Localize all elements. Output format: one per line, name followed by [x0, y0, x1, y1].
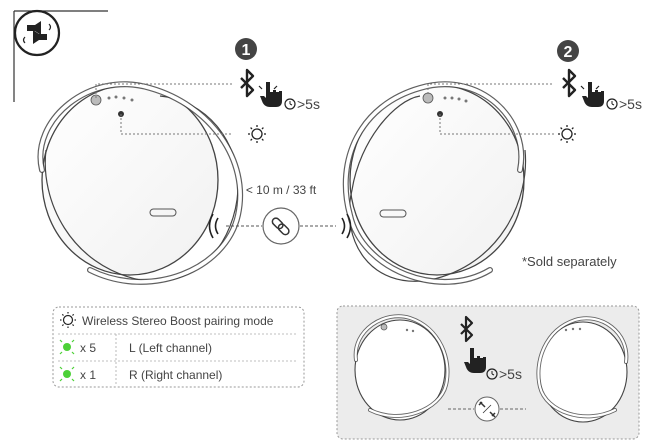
link-icon	[262, 207, 300, 245]
clock-icon-3	[486, 368, 498, 380]
corner-frame	[13, 10, 108, 102]
distance-label: < 10 m / 33 ft	[246, 183, 317, 197]
pairing-legend: Wireless Stereo Boost pairing mode x 5 L…	[52, 306, 305, 388]
green-led-icon-row2	[59, 366, 75, 382]
broken-link-icon	[474, 396, 500, 422]
light-sun-icon-legend	[60, 312, 76, 328]
hold-duration-1: >5s	[297, 96, 320, 112]
finger-press-icon-3	[464, 348, 486, 373]
svg-text:2: 2	[564, 44, 573, 61]
svg-text:1: 1	[242, 42, 251, 59]
bluetooth-icon-2	[562, 68, 577, 98]
green-led-icon-row1	[59, 339, 75, 355]
wave-left-icon	[208, 213, 219, 239]
bluetooth-icon-3	[460, 315, 474, 343]
step-1-badge: 1	[235, 38, 257, 60]
disconnect-panel	[336, 305, 640, 440]
legend-row1-channel: L (Left channel)	[129, 341, 212, 355]
step-2-badge: 2	[557, 40, 579, 62]
legend-row2-channel: R (Right channel)	[129, 368, 222, 382]
clock-icon	[284, 98, 296, 110]
leader-lines-left	[95, 83, 232, 135]
stereo-speakers-icon	[13, 9, 61, 57]
leader-lines-right	[427, 83, 554, 135]
finger-press-icon	[258, 82, 282, 107]
finger-press-icon-2	[580, 82, 604, 107]
clock-icon-2	[606, 98, 618, 110]
speaker-right	[342, 81, 527, 285]
speaker-left	[37, 81, 244, 285]
light-sun-icon-2	[558, 125, 576, 143]
legend-title: Wireless Stereo Boost pairing mode	[82, 314, 274, 328]
hold-duration-2: >5s	[619, 96, 642, 112]
legend-row2-count: x 1	[80, 368, 96, 382]
legend-row1-count: x 5	[80, 341, 96, 355]
wave-right-icon	[341, 213, 352, 239]
sold-separately-note: *Sold separately	[522, 254, 617, 269]
hold-duration-3: >5s	[499, 366, 522, 382]
light-sun-icon	[248, 125, 266, 143]
bluetooth-icon	[240, 68, 255, 98]
